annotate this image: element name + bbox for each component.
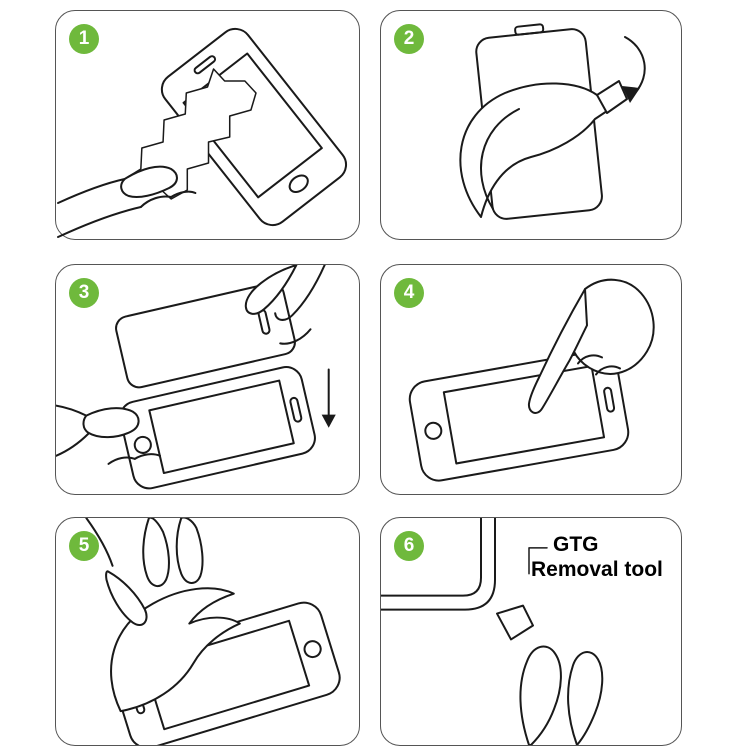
step-panel-1: 1 xyxy=(55,10,360,240)
step-panel-5: 5 xyxy=(55,517,360,746)
step-1-badge: 1 xyxy=(69,24,99,54)
removal-tool-annotation: GTG Removal tool xyxy=(531,532,663,582)
step-2-badge: 2 xyxy=(394,24,424,54)
step-panel-4: 4 xyxy=(380,264,682,495)
peel-off-illustration xyxy=(85,518,341,745)
peel-film-illustration xyxy=(459,23,646,220)
curved-down-arrow-icon xyxy=(622,36,646,103)
hand-illustration xyxy=(57,165,197,238)
left-hand-illustration xyxy=(56,404,162,465)
align-glass-illustration xyxy=(56,265,336,490)
step-4-badge: 4 xyxy=(394,278,424,308)
pressing-hand-illustration xyxy=(527,278,655,414)
removal-tool-pick xyxy=(496,604,534,641)
holding-fingers-illustration xyxy=(519,645,604,745)
grabbing-hand-illustration xyxy=(85,518,204,626)
phone-illustration xyxy=(408,349,630,482)
right-hand-illustration xyxy=(244,265,326,345)
glass-corner-illustration xyxy=(381,518,496,611)
phone-illustration xyxy=(119,366,316,490)
annotation-line-2: Removal tool xyxy=(531,558,663,581)
step-5-badge: 5 xyxy=(69,531,99,561)
removal-tool-illustration xyxy=(381,518,604,745)
down-arrow-icon xyxy=(321,368,336,428)
press-screen-illustration xyxy=(408,278,655,482)
annotation-leader-line xyxy=(528,547,548,575)
step-panel-3: 3 xyxy=(55,264,360,495)
wipe-screen-illustration xyxy=(57,27,348,238)
step-3-badge: 3 xyxy=(69,278,99,308)
step-panel-6: GTG Removal tool 6 xyxy=(380,517,682,746)
step-6-badge: 6 xyxy=(394,531,424,561)
annotation-line-1: GTG xyxy=(553,533,599,556)
peeling-film xyxy=(459,80,628,218)
step-panel-2: 2 xyxy=(380,10,682,240)
